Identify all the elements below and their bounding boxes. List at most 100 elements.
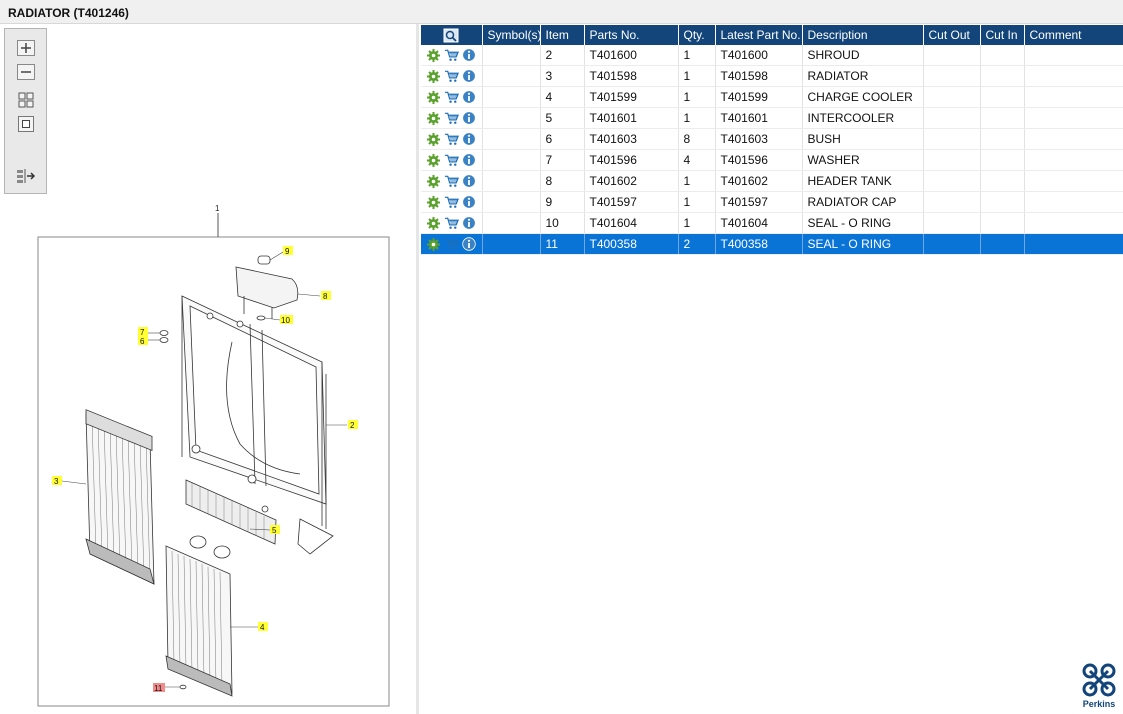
washer-part <box>159 330 169 336</box>
panel-splitter[interactable] <box>416 24 419 714</box>
toggle-panel-button[interactable] <box>16 167 36 185</box>
cell-cut-in <box>980 45 1025 66</box>
cart-icon[interactable] <box>444 195 459 210</box>
cell-cut-in <box>980 191 1025 213</box>
cell-part-no: T400358 <box>584 233 679 255</box>
info-icon[interactable] <box>462 132 477 147</box>
row-actions <box>421 107 483 129</box>
cell-cut-in <box>980 107 1025 129</box>
cell-comment <box>1024 149 1123 171</box>
cell-cut-in <box>980 65 1025 87</box>
cell-qty: 4 <box>678 149 716 171</box>
header-parts-no[interactable]: Parts No. <box>584 25 679 45</box>
cell-symbols <box>482 107 541 129</box>
gear-icon[interactable] <box>426 69 441 84</box>
cart-icon[interactable] <box>444 69 459 84</box>
cell-latest-part-no: T401597 <box>715 191 803 213</box>
callout-5: 5 <box>272 526 277 535</box>
cell-symbols <box>482 149 541 171</box>
info-icon[interactable] <box>462 69 477 84</box>
info-icon[interactable] <box>462 237 477 252</box>
perkins-logo-icon <box>1082 663 1116 697</box>
gear-icon[interactable] <box>426 195 441 210</box>
cart-icon[interactable] <box>444 48 459 63</box>
header-cut-out[interactable]: Cut Out <box>923 25 981 45</box>
cell-qty: 1 <box>678 86 716 108</box>
parts-table: Symbol(s) Item Parts No. Qty. Latest Par… <box>421 25 1123 255</box>
info-icon[interactable] <box>462 195 477 210</box>
row-actions <box>421 170 483 192</box>
gear-icon[interactable] <box>426 174 441 189</box>
cell-symbols <box>482 212 541 234</box>
title-bar: RADIATOR (T401246) <box>0 0 1123 24</box>
header-latest-part-no[interactable]: Latest Part No. <box>715 25 803 45</box>
cell-description: CHARGE COOLER <box>802 86 924 108</box>
seal-lower-part <box>179 684 187 690</box>
gear-icon[interactable] <box>426 216 441 231</box>
grid-icon <box>18 92 34 108</box>
cell-latest-part-no: T401602 <box>715 170 803 192</box>
header-symbols[interactable]: Symbol(s) <box>482 25 541 45</box>
cell-comment <box>1024 45 1123 66</box>
gear-icon[interactable] <box>426 132 441 147</box>
cell-symbols <box>482 45 541 66</box>
info-icon[interactable] <box>462 90 477 105</box>
cell-part-no: T401597 <box>584 191 679 213</box>
cell-description: SEAL - O RING <box>802 233 924 255</box>
zoom-out-button[interactable] <box>16 63 36 81</box>
cell-qty: 1 <box>678 191 716 213</box>
cart-icon[interactable] <box>444 111 459 126</box>
cell-part-no: T401603 <box>584 128 679 150</box>
header-comment[interactable]: Comment <box>1024 25 1123 45</box>
info-icon[interactable] <box>462 111 477 126</box>
info-icon[interactable] <box>462 216 477 231</box>
gear-icon[interactable] <box>426 48 441 63</box>
info-icon[interactable] <box>462 48 477 63</box>
cell-item: 6 <box>540 128 585 150</box>
cell-qty: 2 <box>678 233 716 255</box>
gear-icon[interactable] <box>426 90 441 105</box>
cart-icon[interactable] <box>444 90 459 105</box>
cart-icon[interactable] <box>444 132 459 147</box>
cell-latest-part-no: T401600 <box>715 45 803 66</box>
cell-latest-part-no: T401598 <box>715 65 803 87</box>
exploded-diagram[interactable]: 1 <box>0 24 416 714</box>
cart-icon[interactable] <box>444 153 459 168</box>
cell-cut-out <box>923 128 981 150</box>
panel-arrow-icon <box>17 169 36 183</box>
cart-icon[interactable] <box>444 216 459 231</box>
header-item[interactable]: Item <box>540 25 585 45</box>
cart-icon[interactable] <box>444 174 459 189</box>
header-actions[interactable] <box>421 25 483 45</box>
diagram-frame <box>37 236 390 707</box>
parts-list-panel: Symbol(s) Item Parts No. Qty. Latest Par… <box>419 24 1123 714</box>
gear-icon[interactable] <box>426 153 441 168</box>
gear-icon[interactable] <box>426 111 441 126</box>
cart-icon[interactable] <box>444 237 459 252</box>
gear-icon[interactable] <box>426 237 441 252</box>
diagram-panel[interactable]: 1 <box>0 24 416 714</box>
fit-all-button[interactable] <box>16 91 36 109</box>
cell-qty: 1 <box>678 170 716 192</box>
brand-name: Perkins <box>1082 699 1116 709</box>
info-icon[interactable] <box>462 174 477 189</box>
fit-page-button[interactable] <box>16 115 36 133</box>
cell-cut-out <box>923 149 981 171</box>
zoom-in-button[interactable] <box>16 39 36 57</box>
header-qty[interactable]: Qty. <box>678 25 716 45</box>
radiator-cap-part <box>257 255 271 265</box>
header-cut-in[interactable]: Cut In <box>980 25 1025 45</box>
cell-latest-part-no: T401603 <box>715 128 803 150</box>
header-description[interactable]: Description <box>802 25 924 45</box>
info-icon[interactable] <box>462 153 477 168</box>
